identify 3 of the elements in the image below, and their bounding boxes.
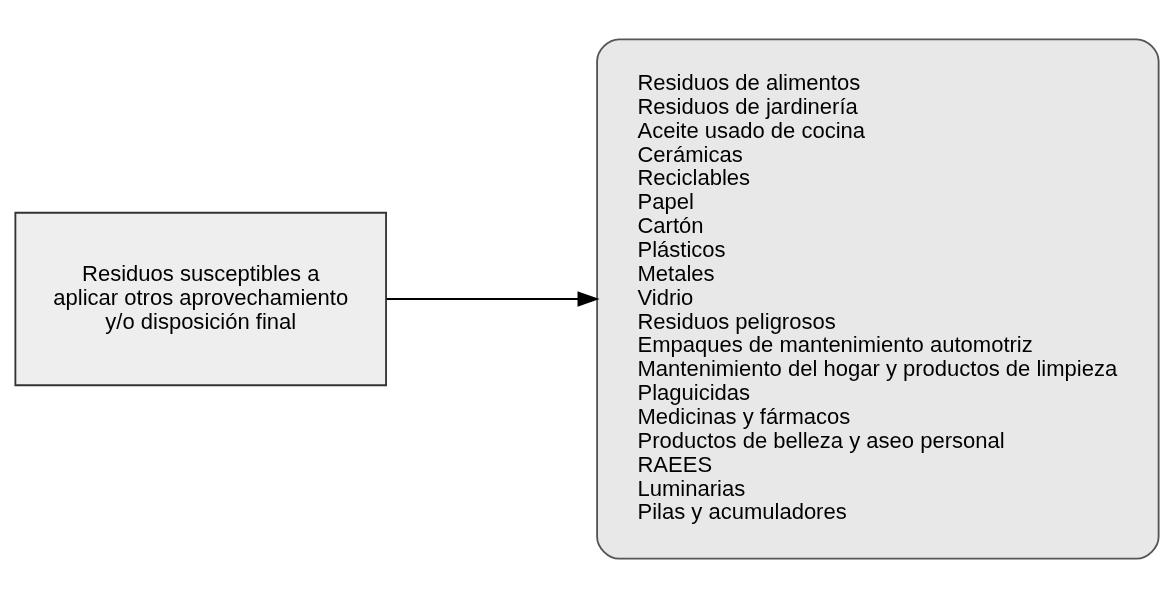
node-box: Residuos de alimentos Residuos de jardinería Aceite usado de cocina Cerámicas Reciclables Papel Cartón Plásticos Metales Vidrio Residuos peligrosos Empaques de mantenimiento automotriz Mantenimiento del hogar y productos de limpieza Plaguicidas Medicinas y fármacos Productos de belleza y aseo personal RAEES Luminarias Pilas y acumuladores — [596, 38, 1160, 560]
arrow — [385, 291, 600, 307]
node-box: Residuos susceptibles a aplicar otros aprovechamiento y/o disposición final — [14, 211, 387, 387]
